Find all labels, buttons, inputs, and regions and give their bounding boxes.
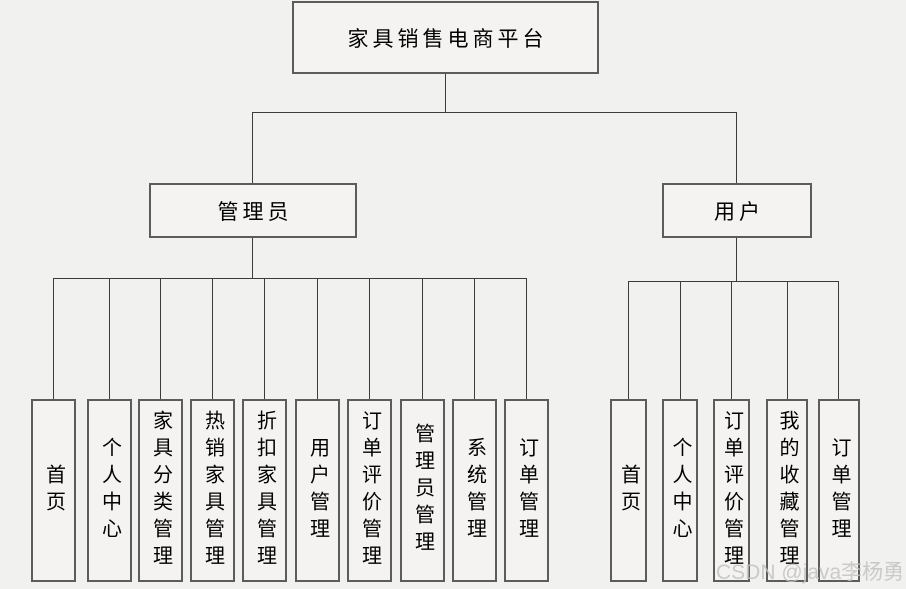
leaf-node-admin-discount-furniture-mgmt: 折扣家具管理	[242, 399, 287, 582]
leaf-label: 个人中心	[98, 436, 121, 545]
leaf-label: 折扣家具管理	[253, 409, 276, 572]
leaf-node-admin-user-mgmt: 用户管理	[295, 399, 340, 582]
connector-user-stem	[736, 238, 737, 281]
connector-leaf-drop	[264, 278, 265, 399]
connector-leaf-drop	[369, 278, 370, 399]
connector-leaf-drop	[680, 281, 681, 399]
leaf-label: 订单管理	[515, 436, 538, 545]
leaf-label: 订单管理	[828, 436, 850, 545]
leaf-node-admin-administrator-mgmt: 管理员管理	[400, 399, 445, 582]
connector-user-rail	[628, 281, 839, 282]
leaf-node-user-order-review-mgmt: 订单评价管理	[713, 399, 750, 582]
connector-leaf-drop	[109, 278, 110, 399]
user-node: 用户	[662, 183, 812, 238]
connector-leaf-drop	[474, 278, 475, 399]
leaf-node-admin-system-mgmt: 系统管理	[452, 399, 497, 582]
connector-leaf-drop	[838, 281, 839, 399]
root-node: 家具销售电商平台	[292, 1, 599, 74]
connector-admin-rail	[53, 278, 527, 279]
leaf-label: 系统管理	[463, 436, 486, 545]
leaf-node-admin-order-mgmt: 订单管理	[504, 399, 549, 582]
leaf-label: 用户管理	[306, 436, 329, 545]
leaf-node-admin-furniture-category-mgmt: 家具分类管理	[138, 399, 183, 582]
root-node-label: 家具销售电商平台	[347, 27, 548, 51]
leaf-label: 管理员管理	[411, 423, 434, 558]
connector-admin-stem	[252, 238, 253, 278]
leaf-node-user-personal-center: 个人中心	[662, 399, 698, 582]
connector-admin-drop	[252, 112, 253, 183]
connector-leaf-drop	[422, 278, 423, 399]
leaf-node-admin-order-review-mgmt: 订单评价管理	[347, 399, 392, 582]
leaf-node-admin-personal-center: 个人中心	[87, 399, 132, 582]
admin-node: 管理员	[149, 183, 357, 238]
connector-leaf-drop	[526, 278, 527, 399]
connector-leaf-drop	[787, 281, 788, 399]
connector-root-stem	[445, 74, 446, 112]
leaf-node-user-home: 首页	[610, 399, 647, 582]
leaf-node-user-favorites-mgmt: 我的收藏管理	[766, 399, 808, 582]
admin-node-label: 管理员	[217, 200, 293, 224]
leaf-label: 首页	[42, 463, 65, 518]
leaf-label: 热销家具管理	[201, 409, 224, 572]
connector-leaf-drop	[628, 281, 629, 399]
leaf-label: 个人中心	[669, 436, 691, 545]
user-node-label: 用户	[714, 200, 764, 224]
connector-leaf-drop	[53, 278, 54, 399]
leaf-label: 订单评价管理	[720, 409, 743, 572]
connector-user-drop	[736, 112, 737, 183]
leaf-label: 首页	[617, 463, 640, 518]
connector-leaf-drop	[731, 281, 732, 399]
connector-leaf-drop	[160, 278, 161, 399]
leaf-label: 家具分类管理	[149, 409, 172, 572]
connector-leaf-drop	[317, 278, 318, 399]
leaf-label: 订单评价管理	[358, 409, 381, 572]
connector-level2-rail	[252, 112, 737, 113]
leaf-node-user-order-mgmt: 订单管理	[818, 399, 860, 582]
connector-leaf-drop	[212, 278, 213, 399]
leaf-node-admin-hot-furniture-mgmt: 热销家具管理	[190, 399, 235, 582]
leaf-node-admin-home: 首页	[31, 399, 76, 582]
leaf-label: 我的收藏管理	[776, 409, 798, 572]
